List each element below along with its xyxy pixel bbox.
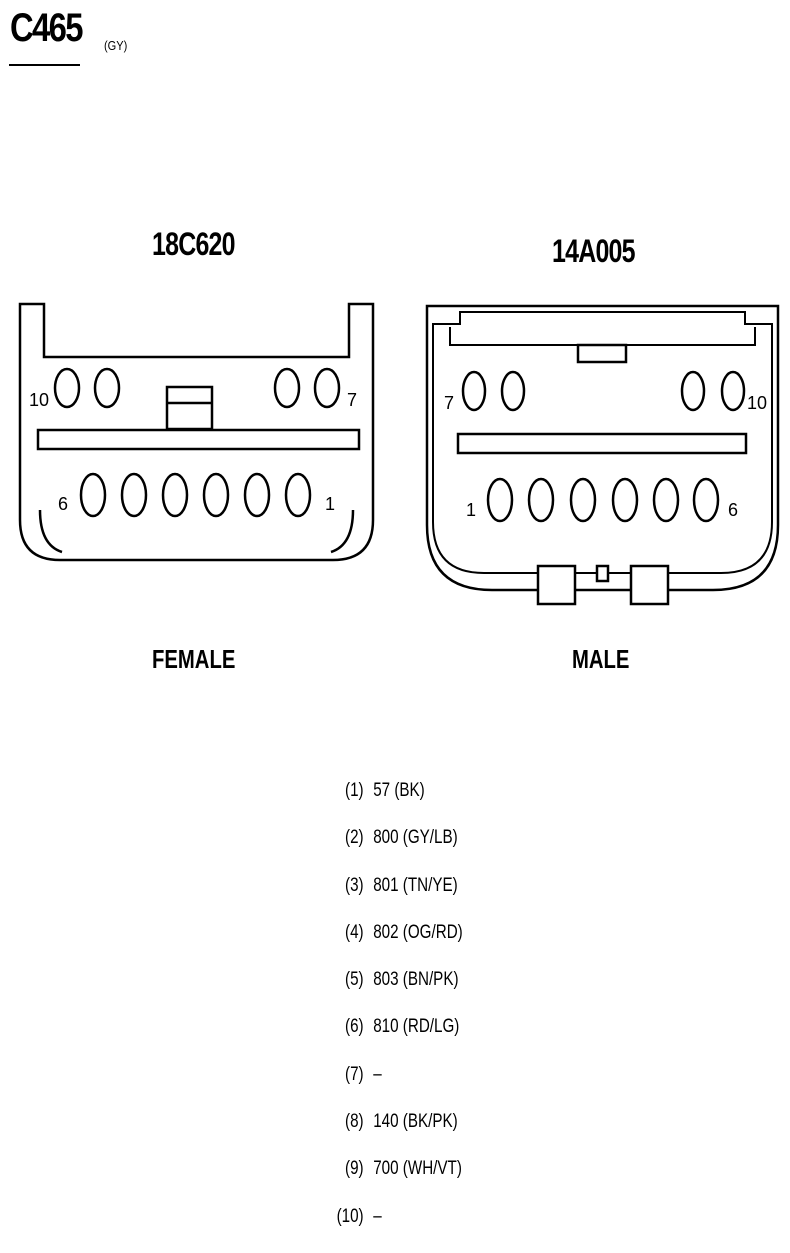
male-pin-7 (461, 370, 487, 412)
male-label-1: 1 (466, 500, 476, 520)
pin-row: (4) 802 (OG/RD) (322, 922, 463, 969)
male-bottom-pins (486, 477, 720, 523)
male-pin-5 (652, 477, 680, 523)
pin-circuit: 810 (RD/LG) (373, 1016, 460, 1038)
male-part-number: 14A005 (552, 233, 636, 269)
female-pin-3 (202, 472, 230, 518)
female-pin-5 (120, 472, 148, 518)
connector-title: C465 (10, 6, 83, 50)
female-pin-9 (93, 367, 121, 409)
male-pin-4 (611, 477, 639, 523)
female-connector-face (18, 302, 375, 562)
female-pin-4 (161, 472, 189, 518)
male-pin-8 (500, 370, 526, 412)
female-pin-7 (313, 367, 341, 409)
pin-circuit: – (373, 1205, 382, 1227)
male-pin-9 (680, 370, 706, 412)
male-label-7: 7 (444, 393, 454, 413)
pin-number: (1) (345, 780, 364, 801)
male-pin-3 (569, 477, 597, 523)
pin-circuit: 803 (BN/PK) (373, 969, 459, 991)
pin-row: (5) 803 (BN/PK) (322, 969, 463, 1016)
pin-row: (10)– (322, 1206, 463, 1253)
pin-circuit: 802 (OG/RD) (373, 921, 463, 943)
pin-number: (7) (345, 1063, 364, 1085)
pin-row: (9) 700 (WH/VT) (322, 1158, 463, 1205)
female-key (165, 385, 214, 431)
male-label-6: 6 (728, 500, 738, 520)
pin-circuit: 140 (BK/PK) (373, 1111, 458, 1133)
male-pin-10 (720, 370, 746, 412)
male-gender-label: MALE (572, 644, 630, 674)
pin-circuit: – (373, 1063, 382, 1085)
male-pin-1 (486, 477, 514, 523)
male-top-pins (461, 370, 746, 412)
female-pin-6 (79, 472, 107, 518)
male-divider-bar (456, 432, 748, 455)
pin-number: (8) (345, 1111, 364, 1133)
pin-number: (10) (336, 1205, 364, 1227)
female-label-10: 10 (29, 390, 49, 410)
female-pin-1 (284, 472, 312, 518)
pin-number: (2) (345, 827, 364, 849)
female-label-6: 6 (58, 494, 68, 514)
pin-circuit: 800 (GY/LB) (373, 827, 458, 849)
male-bottom-latches (536, 564, 670, 606)
pin-number: (6) (345, 1016, 364, 1038)
pin-row: (2) 800 (GY/LB) (322, 827, 463, 874)
pin-row: (1) 57 (BK) (322, 780, 463, 827)
pin-circuit: 801 (TN/YE) (373, 874, 458, 896)
pin-number: (9) (345, 1158, 364, 1180)
pin-circuit: 57 (BK) (373, 780, 425, 801)
title-underline (9, 64, 80, 66)
female-top-pins (53, 367, 341, 409)
female-label-1: 1 (325, 494, 335, 514)
female-pin-10 (53, 367, 81, 409)
pin-row: (7)– (322, 1064, 463, 1111)
pin-circuit: 700 (WH/VT) (373, 1158, 462, 1180)
female-pin-8 (273, 367, 301, 409)
pin-row: (6) 810 (RD/LG) (322, 1016, 463, 1063)
pin-circuit-list: (1) 57 (BK) (2) 800 (GY/LB) (3) 801 (TN/YE) (4… (322, 780, 498, 1253)
pin-number: (4) (345, 921, 364, 943)
pin-number: (3) (345, 874, 364, 896)
female-gender-label: FEMALE (152, 644, 236, 674)
female-divider-bar (36, 428, 361, 451)
pin-row: (8) 140 (BK/PK) (322, 1111, 463, 1158)
male-label-10: 10 (747, 393, 767, 413)
female-pin-2 (243, 472, 271, 518)
male-pin-6 (692, 477, 720, 523)
female-part-number: 18C620 (152, 226, 236, 262)
pin-row: (3) 801 (TN/YE) (322, 875, 463, 922)
male-top-key (576, 343, 628, 364)
pin-number: (5) (345, 969, 364, 991)
male-pin-2 (527, 477, 555, 523)
connector-color-code: (GY) (104, 38, 128, 53)
female-bottom-pins (79, 472, 312, 518)
female-label-7: 7 (347, 390, 357, 410)
connector-diagram: 10 7 6 1 7 10 1 6 (18, 302, 780, 606)
